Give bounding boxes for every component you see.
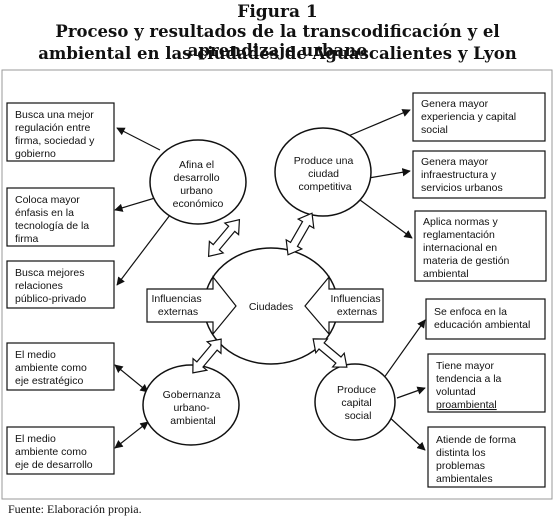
diagram-frame (1, 69, 553, 500)
right-box-4 (425, 298, 546, 340)
connector-line (116, 127, 161, 151)
node-label-bottom-left: Gobernanza urbano- ambiental (163, 389, 224, 427)
right-box-6 (427, 426, 546, 488)
left-box-1 (6, 102, 115, 162)
right-box-2-text: Genera mayor infraestructura y servicios… (421, 156, 503, 194)
left-box-2 (6, 187, 115, 247)
double-arrow-top-right (285, 212, 315, 256)
right-box-4-text: Se enfoca en la educación ambiental (434, 306, 530, 331)
node-ellipse-top-left (149, 139, 247, 225)
connector-line (116, 214, 171, 286)
figure-title-line-2: ambiental en las ciudades de Aguascalien… (38, 44, 517, 63)
right-box-5-text: Tiene mayor tendencia a la voluntad proa… (436, 360, 504, 411)
figure-source: Fuente: Elaboración propia. (8, 502, 142, 516)
influence-label-right: Influencias externas (330, 293, 383, 318)
figure-label: Figura 1 (237, 2, 318, 22)
double-arrow-top-left (207, 218, 241, 258)
connector-line (359, 199, 413, 239)
left-box-3 (6, 260, 115, 309)
figure-title-line-1: Proceso y resultados de la transcodifica… (55, 22, 500, 60)
node-ellipse-top-right (274, 127, 372, 217)
left-box-5-text: El medio ambiente como eje de desarrollo (15, 433, 93, 471)
right-box-2 (412, 150, 546, 199)
right-box-1 (412, 92, 546, 142)
node-label-center: Ciudades (249, 301, 293, 313)
right-box-5 (427, 353, 546, 413)
double-arrow-bottom-right (312, 338, 348, 368)
left-box-4-text: El medio ambiente como eje estratégico (15, 349, 90, 387)
node-label-bottom-right: Produce capital social (337, 384, 379, 422)
left-box-4 (6, 342, 115, 391)
connector-line (114, 421, 149, 449)
left-box-3-text: Busca mejores relaciones público-privado (15, 267, 87, 305)
node-label-top-right: Produce una ciudad competitiva (294, 155, 356, 193)
left-box-2-text: Coloca mayor énfasis en la tecnología de… (15, 194, 92, 245)
arrow-influence-left (146, 275, 237, 336)
right-box-1-text: Genera mayor experiencia y capital socia… (421, 98, 519, 136)
influence-label-left: Influencias externas (151, 293, 204, 318)
connector-line (380, 319, 426, 383)
connector-line (114, 364, 149, 393)
double-arrow-bottom-left (192, 338, 222, 374)
node-ellipse-bottom-left (142, 364, 240, 446)
connector-line (396, 386, 426, 399)
node-label-top-left: Afina el desarrollo urbano económico (173, 159, 224, 210)
right-box-3 (414, 210, 547, 282)
right-box-6-text: Atiende de forma distinta los problemas … (436, 434, 519, 485)
right-box-3-text: Aplica normas y reglamentación internaci… (423, 216, 512, 280)
connector-line (386, 414, 426, 451)
arrow-influence-right (304, 275, 384, 336)
left-box-1-text: Busca una mejor regulación entre firma, … (15, 109, 97, 160)
left-box-5 (6, 426, 115, 475)
node-ellipse-bottom-right (314, 363, 396, 441)
